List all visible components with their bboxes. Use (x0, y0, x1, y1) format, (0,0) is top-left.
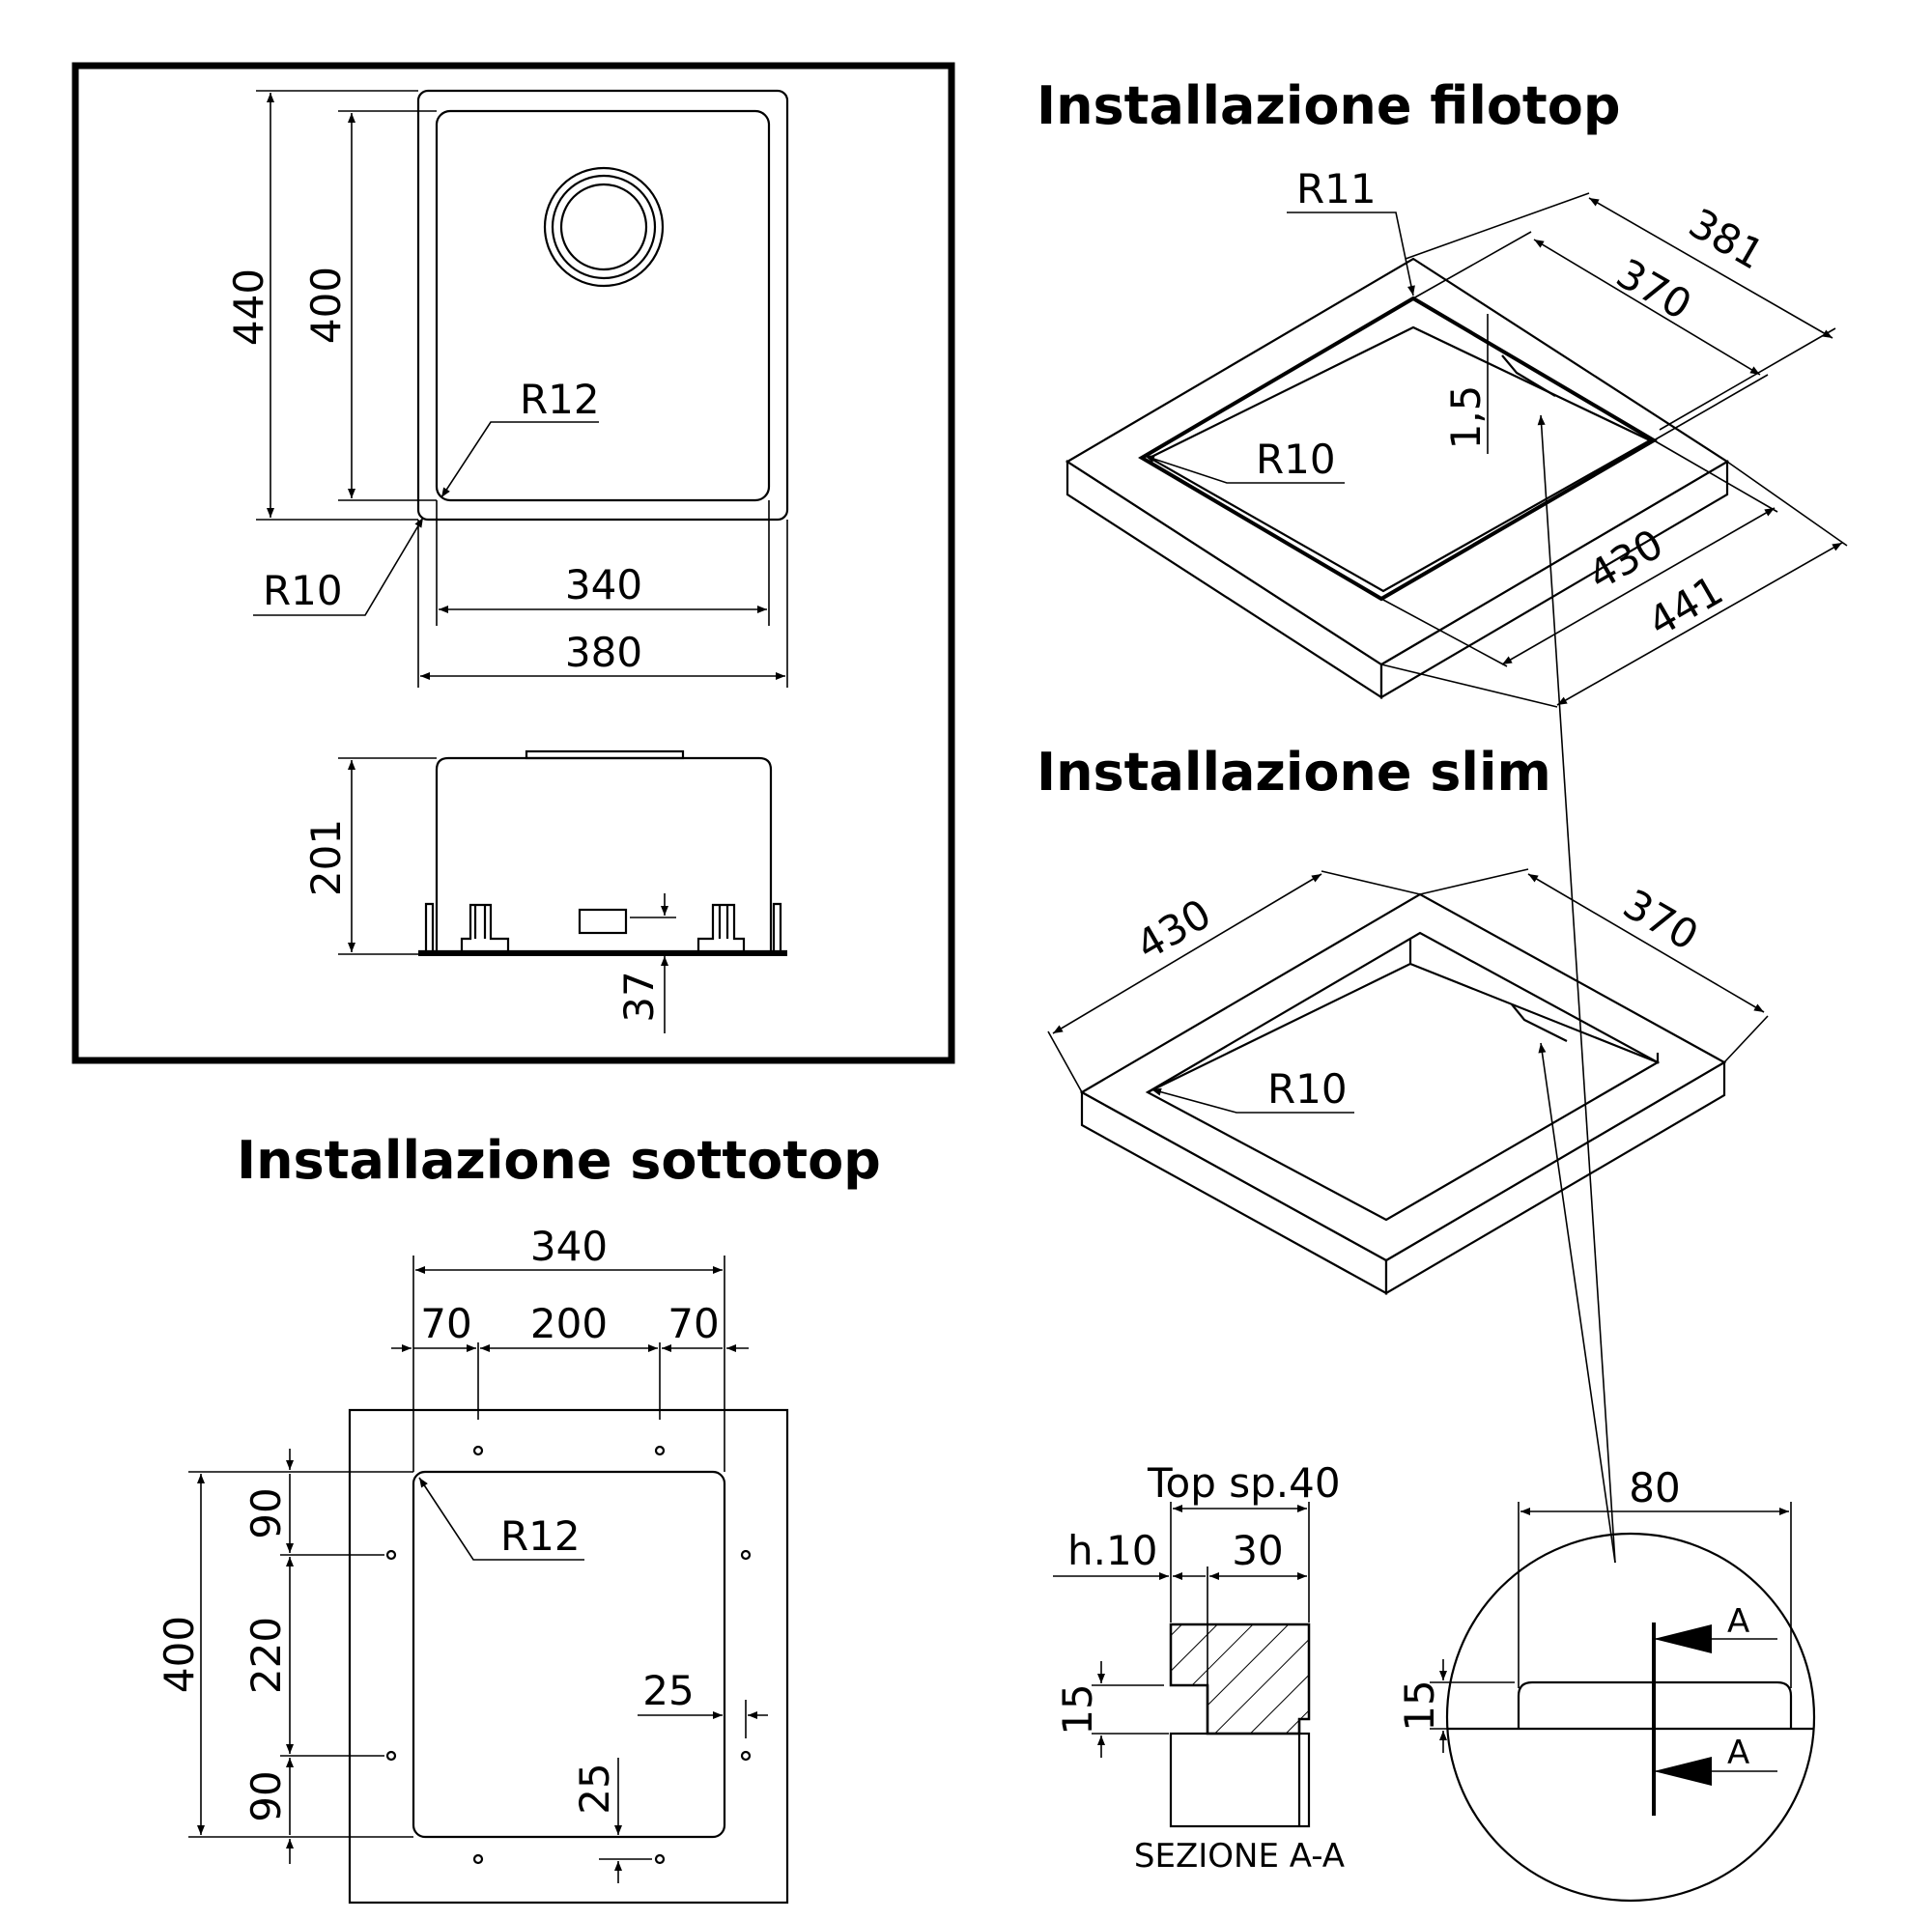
dim-201: 201 (302, 819, 350, 896)
dim-15-section: 15 (1054, 1683, 1101, 1735)
dim-340-sottotop: 340 (530, 1223, 608, 1270)
dim-70-left: 70 (420, 1300, 471, 1347)
heading-sottotop: Installazione sottotop (237, 1130, 881, 1191)
dim-1-5: 1,5 (1442, 385, 1490, 450)
label-top-sp40: Top sp.40 (1147, 1459, 1341, 1507)
dim-370-filotop: 370 (1608, 249, 1699, 329)
dim-90-bottom: 90 (242, 1770, 290, 1821)
dim-381: 381 (1681, 199, 1772, 279)
dim-400-sottotop: 400 (156, 1616, 203, 1693)
sink-side-view: 201 37 (302, 749, 787, 1033)
dim-37: 37 (615, 971, 663, 1022)
label-a-upper: A (1727, 1602, 1749, 1641)
dim-15-detail: 15 (1396, 1679, 1443, 1731)
sottotop-installation: Installazione sottotop 340 70 200 70 R12 (156, 1130, 881, 1905)
label-r12-top: R12 (520, 376, 600, 423)
dim-380-top: 380 (565, 629, 642, 676)
heading-filotop: Installazione filotop (1037, 75, 1621, 136)
dim-30-section: 30 (1232, 1527, 1283, 1574)
label-r10-slim: R10 (1267, 1065, 1348, 1113)
dim-430-slim: 430 (1128, 889, 1219, 970)
detail-leader-lines (1537, 414, 1616, 1564)
sink-top-view: 440 400 R12 R10 340 380 (225, 89, 789, 688)
filotop-installation: Installazione filotop R11 R10 1,5 381 37… (1037, 75, 1848, 708)
heading-slim: Installazione slim (1037, 742, 1551, 803)
sink-drawing-frame: 440 400 R12 R10 340 380 (71, 62, 955, 1064)
label-r11: R11 (1296, 165, 1377, 212)
dim-220: 220 (242, 1617, 290, 1694)
dim-80: 80 (1629, 1464, 1680, 1511)
label-r10-top: R10 (263, 567, 343, 614)
label-r12-sottotop: R12 (500, 1512, 581, 1560)
label-r10-filotop: R10 (1256, 436, 1336, 483)
dim-70-right: 70 (668, 1300, 719, 1347)
dim-25-bottom: 25 (571, 1763, 618, 1814)
dim-400: 400 (302, 267, 350, 344)
label-a-lower: A (1727, 1734, 1749, 1772)
label-h10: h.10 (1067, 1527, 1157, 1574)
dim-440: 440 (225, 268, 272, 346)
slim-installation: Installazione slim R10 430 370 (1037, 742, 1769, 1295)
section-title: SEZIONE A-A (1134, 1837, 1345, 1876)
dim-370-slim: 370 (1615, 880, 1706, 960)
detail-view: A A 80 15 (1396, 1464, 1816, 1903)
dim-90-top: 90 (242, 1487, 290, 1538)
dim-340-top: 340 (565, 561, 642, 608)
section-a-a: Top sp.40 h.10 30 15 SEZIONE A-A (1053, 1459, 1345, 1876)
dim-25-right: 25 (642, 1667, 694, 1714)
dim-200: 200 (530, 1300, 608, 1347)
